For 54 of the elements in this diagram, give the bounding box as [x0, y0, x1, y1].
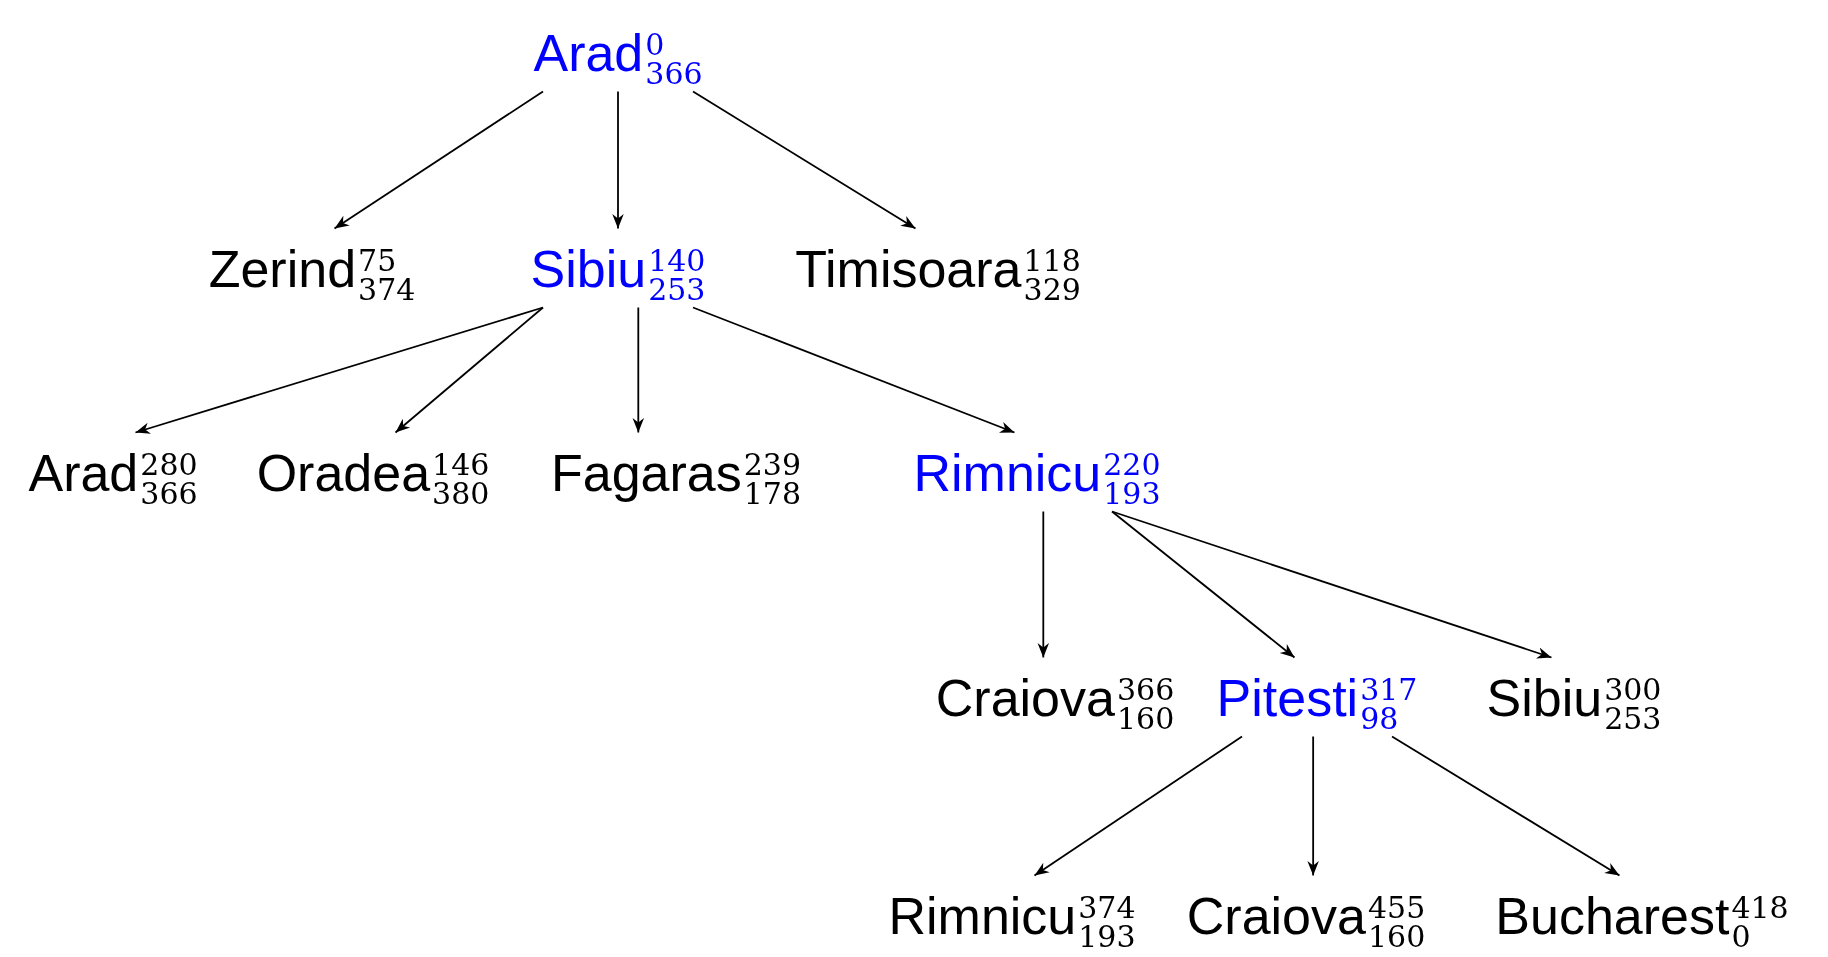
- city-name: Rimnicu: [888, 889, 1077, 941]
- path-cost: 140: [648, 246, 706, 275]
- path-cost: 118: [1023, 246, 1081, 275]
- path-cost: 418: [1731, 893, 1789, 922]
- path-cost: 374: [1078, 893, 1136, 922]
- heuristic-value: 193: [1103, 479, 1161, 508]
- city-name: Craiova: [935, 671, 1115, 723]
- heuristic-value: 193: [1078, 922, 1136, 951]
- heuristic-value: 374: [358, 275, 416, 304]
- city-name: Sibiu: [1486, 671, 1603, 723]
- arrow: [632, 306, 645, 434]
- city-name: Bucharest: [1495, 889, 1730, 941]
- heuristic-value: 366: [140, 479, 198, 508]
- path-cost: 366: [1116, 675, 1175, 704]
- city-name: Pitesti: [1216, 671, 1359, 723]
- path-cost: 455: [1367, 893, 1426, 922]
- path-cost: 75: [358, 246, 397, 275]
- arrow: [692, 306, 1016, 434]
- city-name: Arad: [28, 446, 139, 498]
- heuristic-value: 98: [1360, 704, 1399, 733]
- city-name: Arad: [533, 26, 644, 78]
- path-cost: 317: [1360, 675, 1418, 704]
- path-cost: 220: [1103, 450, 1161, 479]
- arrow: [692, 90, 917, 230]
- heuristic-value: 366: [645, 59, 703, 88]
- heuristic-value: 329: [1023, 275, 1081, 304]
- arrow: [134, 306, 544, 434]
- city-name: Zerind: [208, 242, 357, 294]
- heuristic-value: 253: [648, 275, 706, 304]
- arrow: [1037, 510, 1050, 659]
- city-name: Rimnicu: [913, 446, 1102, 498]
- path-cost: 280: [140, 450, 198, 479]
- heuristic-value: 253: [1604, 704, 1662, 733]
- arrow: [1391, 735, 1621, 877]
- path-cost: 300: [1604, 675, 1662, 704]
- city-name: Oradea: [256, 446, 431, 498]
- heuristic-value: 160: [1116, 704, 1175, 733]
- path-cost: 0: [645, 30, 665, 59]
- arrow: [394, 306, 544, 434]
- path-cost: 146: [432, 450, 490, 479]
- arrow: [1111, 510, 1296, 659]
- heuristic-value: 178: [743, 479, 801, 508]
- arrow: [1307, 735, 1319, 877]
- arrow: [1033, 735, 1243, 877]
- city-name: Timisoara: [795, 242, 1022, 294]
- heuristic-value: 380: [432, 479, 490, 508]
- heuristic-value: 0: [1731, 922, 1751, 951]
- heuristic-value: 160: [1367, 922, 1426, 951]
- arrow: [1111, 510, 1553, 659]
- city-name: Craiova: [1186, 889, 1366, 941]
- city-name: Sibiu: [530, 242, 647, 294]
- arrow: [612, 90, 624, 230]
- path-cost: 239: [743, 450, 801, 479]
- arrow: [333, 90, 544, 230]
